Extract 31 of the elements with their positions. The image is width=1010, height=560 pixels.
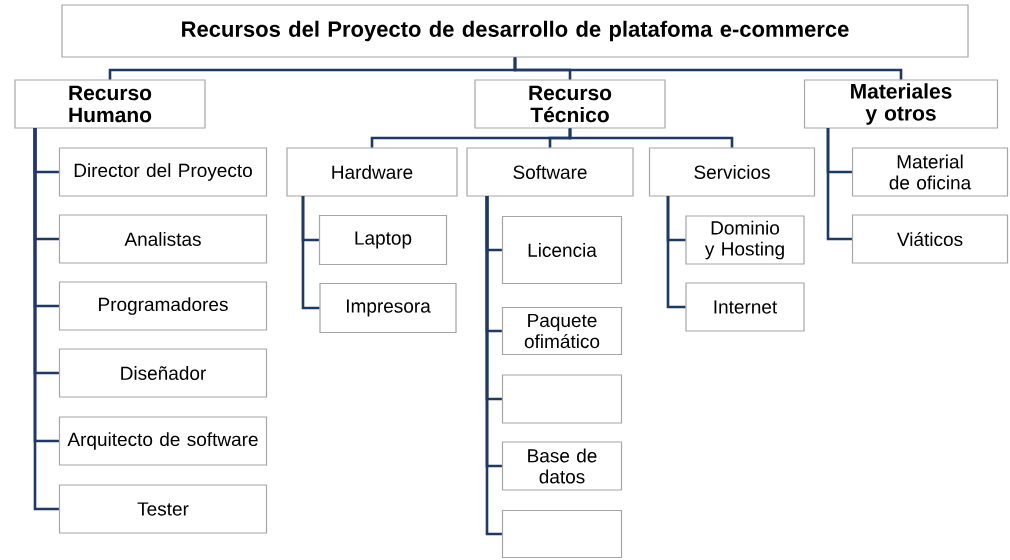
item-box: Laptop	[318, 214, 448, 266]
item-box: Paquete ofimático	[501, 306, 623, 356]
connector-line	[513, 57, 903, 80]
item-box: Internet	[685, 282, 805, 332]
item-box: Material de oficina	[851, 147, 1009, 197]
item-box: Programadores	[58, 281, 268, 331]
connector-line	[301, 196, 320, 310]
item-box: Impresora	[319, 282, 457, 334]
item-box: Diseñador	[58, 348, 268, 398]
category-box: Recurso Técnico	[474, 79, 666, 129]
item-box: Arquitecto de software	[58, 416, 268, 466]
empty-box	[501, 374, 623, 424]
item-box: Licencia	[501, 215, 623, 285]
title-box: Recursos del Proyecto de desarrollo de platafoma e-commerce	[61, 4, 969, 58]
item-box: Base de datos	[501, 441, 623, 491]
connector-line	[826, 128, 852, 241]
item-box: Hardware	[286, 147, 458, 197]
item-box: Servicios	[648, 147, 816, 197]
category-box: Materiales y otros	[803, 79, 999, 129]
item-box: Viáticos	[851, 214, 1009, 264]
connector-line	[33, 128, 59, 511]
item-box: Analistas	[58, 214, 268, 264]
item-box: Director del Proyecto	[58, 147, 268, 197]
item-box: Tester	[58, 484, 268, 534]
connector-line	[666, 196, 686, 309]
connector-line	[568, 128, 734, 148]
item-box: Dominio y Hosting	[685, 215, 805, 265]
category-box: Recurso Humano	[14, 79, 206, 129]
item-box: Software	[466, 147, 634, 197]
connector-line	[485, 196, 502, 536]
empty-box	[501, 509, 623, 559]
